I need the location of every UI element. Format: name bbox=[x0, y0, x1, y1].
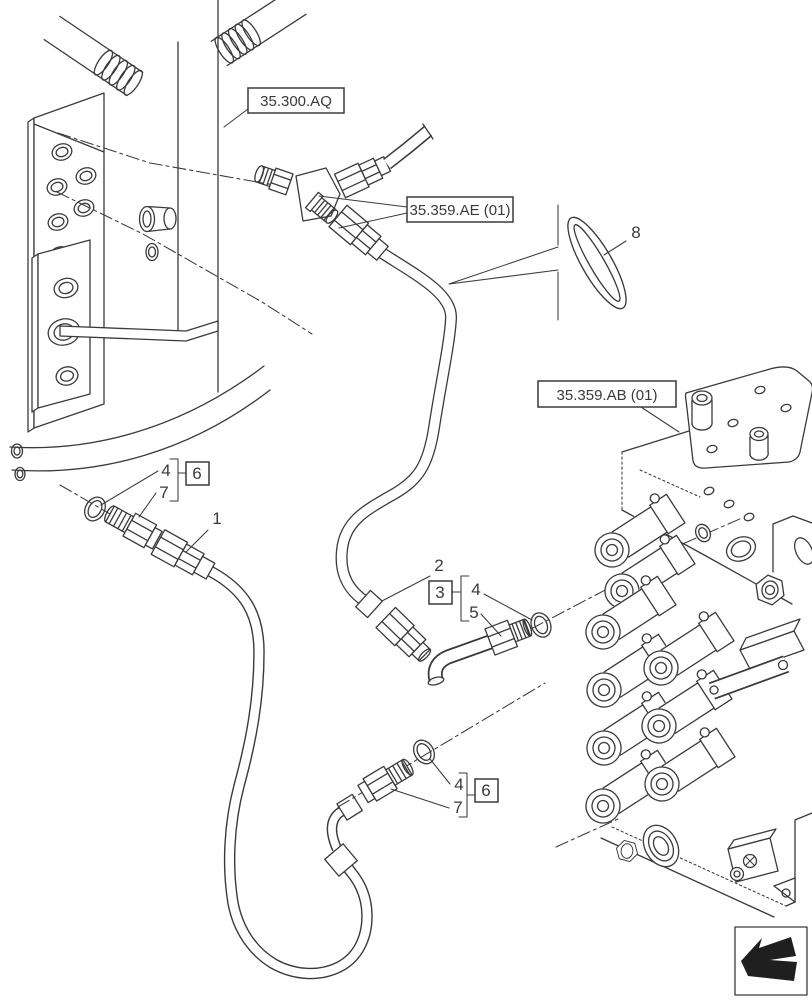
centerline bbox=[337, 682, 546, 808]
callout-number: 7 bbox=[159, 483, 168, 502]
spiral-hose-a bbox=[43, 15, 144, 97]
elbow-fitting-5 bbox=[427, 618, 533, 686]
centerline bbox=[56, 191, 313, 335]
hose-1-end-fitting bbox=[336, 793, 363, 821]
fitting-7-top bbox=[104, 505, 163, 550]
hex-plug bbox=[751, 572, 789, 608]
hex-nut-small bbox=[614, 839, 640, 863]
knurled-ring bbox=[642, 824, 680, 868]
callout-group-3-4-5: 3 4 5 bbox=[428, 575, 533, 637]
ref-label-35359AB: 35.359.AB (01) bbox=[537, 380, 680, 433]
strip-plate-holes bbox=[47, 277, 81, 386]
hose-2-end-fitting bbox=[355, 589, 432, 662]
solenoid-valve bbox=[708, 618, 805, 700]
elbow-fitting-assembly bbox=[254, 123, 434, 224]
hose-2-top-swivel bbox=[328, 204, 389, 261]
frame-curve bbox=[11, 389, 271, 472]
fitting-7-bottom bbox=[357, 758, 414, 804]
port-washer bbox=[694, 523, 712, 543]
boss-cylinder bbox=[138, 205, 177, 262]
o-ring-4-bottom bbox=[412, 739, 436, 765]
ref-label-text: 35.359.AE (01) bbox=[410, 202, 511, 219]
callout-1: 1 bbox=[185, 509, 222, 553]
hose-1-top-fitting bbox=[150, 529, 216, 580]
centerline bbox=[57, 132, 292, 189]
ref-label-text: 35.300.AQ bbox=[260, 93, 332, 110]
seal-8 bbox=[567, 216, 627, 310]
callout-2: 2 bbox=[381, 556, 444, 602]
ref-label-text: 35.359.AB (01) bbox=[557, 387, 658, 404]
callout-number: 4 bbox=[454, 775, 463, 794]
sill bbox=[59, 320, 219, 342]
port-ring bbox=[725, 536, 757, 562]
top-plate-bosses bbox=[691, 385, 792, 461]
callout-8: 8 bbox=[603, 223, 641, 256]
ref-label-35359AE: 35.359.AE (01) bbox=[318, 195, 514, 229]
callout-number: 2 bbox=[434, 556, 443, 575]
callout-number: 6 bbox=[481, 781, 490, 800]
callout-number: 5 bbox=[469, 603, 478, 622]
spiral-hose-b bbox=[210, 0, 307, 67]
callout-number: 3 bbox=[435, 583, 444, 602]
callout-number: 4 bbox=[161, 461, 170, 480]
solenoid-cylinders bbox=[574, 487, 736, 831]
callout-number: 6 bbox=[192, 464, 201, 483]
callout-number: 4 bbox=[471, 580, 480, 599]
pilot-valve-box bbox=[727, 828, 779, 883]
hose-1-ferrule bbox=[324, 843, 358, 877]
callout-group-4-7-6-top: 4 7 6 bbox=[100, 458, 210, 518]
seal-position-pointer bbox=[448, 204, 559, 321]
callout-number: 8 bbox=[631, 223, 640, 242]
ref-label-35300AQ: 35.300.AQ bbox=[223, 87, 345, 128]
frame-curve bbox=[9, 365, 265, 449]
direction-arrow-icon bbox=[734, 926, 808, 996]
o-ring-4-middle bbox=[530, 612, 552, 638]
callout-number: 7 bbox=[453, 798, 462, 817]
mounting-plate-assembly bbox=[9, 0, 307, 482]
valve-block bbox=[555, 366, 812, 918]
callout-number: 1 bbox=[212, 509, 221, 528]
hose-1 bbox=[207, 565, 373, 980]
callout-group-4-7-6-bottom: 4 7 6 bbox=[390, 758, 499, 818]
hose-2 bbox=[335, 247, 457, 607]
